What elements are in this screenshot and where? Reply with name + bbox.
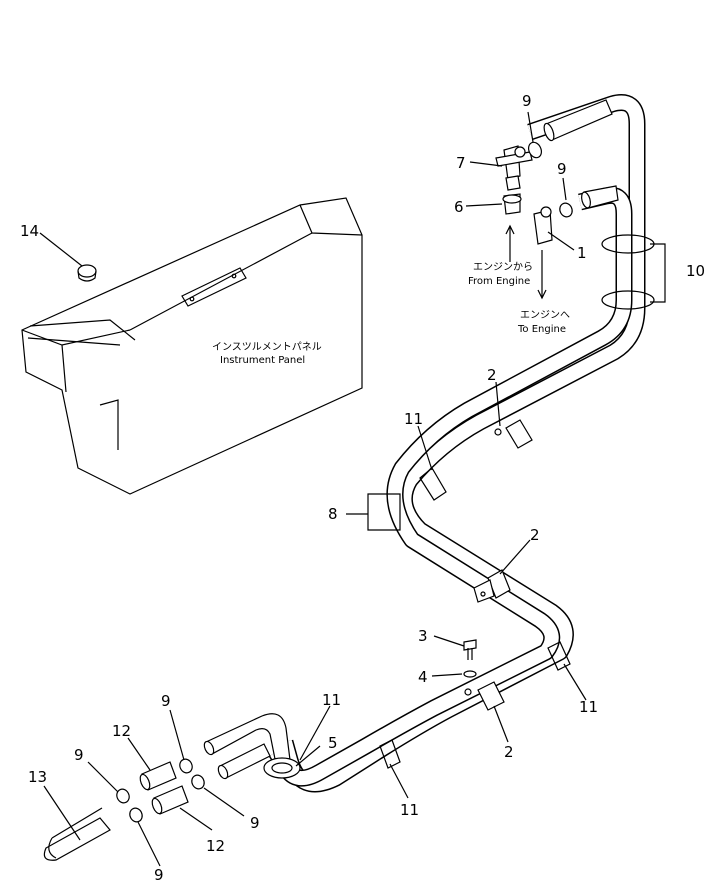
callout-9d: 9 <box>74 746 84 764</box>
callout-12a: 12 <box>112 722 131 740</box>
clamp-10 <box>601 234 666 310</box>
leader-lines <box>39 111 587 867</box>
callout-7: 7 <box>456 154 466 172</box>
callout-9f: 9 <box>154 866 164 882</box>
panel-label-en: Instrument Panel <box>220 355 305 366</box>
valve-fittings <box>495 145 553 300</box>
callouts: 9 7 9 6 1 10 14 2 11 8 2 3 4 11 2 11 5 1… <box>20 92 705 882</box>
callout-11d: 11 <box>400 801 419 819</box>
loose-parts <box>43 141 573 861</box>
callout-2c: 2 <box>504 743 514 761</box>
callout-11b: 11 <box>579 698 598 716</box>
callout-9e: 9 <box>250 814 260 832</box>
callout-10: 10 <box>686 262 705 280</box>
to-engine-en: To Engine <box>517 324 566 335</box>
callout-9b: 9 <box>557 160 567 178</box>
callout-3: 3 <box>418 627 428 645</box>
from-engine-jp: エンジンから <box>473 261 533 273</box>
callout-2b: 2 <box>530 526 540 544</box>
callout-9a: 9 <box>522 92 532 110</box>
callout-11a: 11 <box>404 410 423 428</box>
callout-11c: 11 <box>322 691 341 709</box>
callout-9c: 9 <box>161 692 171 710</box>
panel-label-jp: インスツルメントパネル <box>212 341 322 353</box>
bolt-washer <box>463 639 477 678</box>
callout-5: 5 <box>328 734 338 752</box>
callout-1: 1 <box>577 244 587 262</box>
to-engine-jp: エンジンへ <box>520 310 570 321</box>
callout-6: 6 <box>454 198 464 216</box>
callout-2a: 2 <box>487 366 497 384</box>
callout-13: 13 <box>28 768 47 786</box>
bracket-8 <box>346 493 401 531</box>
callout-8: 8 <box>328 505 338 523</box>
from-engine-en: From Engine <box>468 276 530 287</box>
callout-12b: 12 <box>206 837 225 855</box>
instrument-panel <box>21 197 363 495</box>
callout-4: 4 <box>418 668 428 686</box>
callout-14: 14 <box>20 222 39 240</box>
heater-pipe <box>203 94 646 793</box>
band-clips <box>263 419 571 779</box>
